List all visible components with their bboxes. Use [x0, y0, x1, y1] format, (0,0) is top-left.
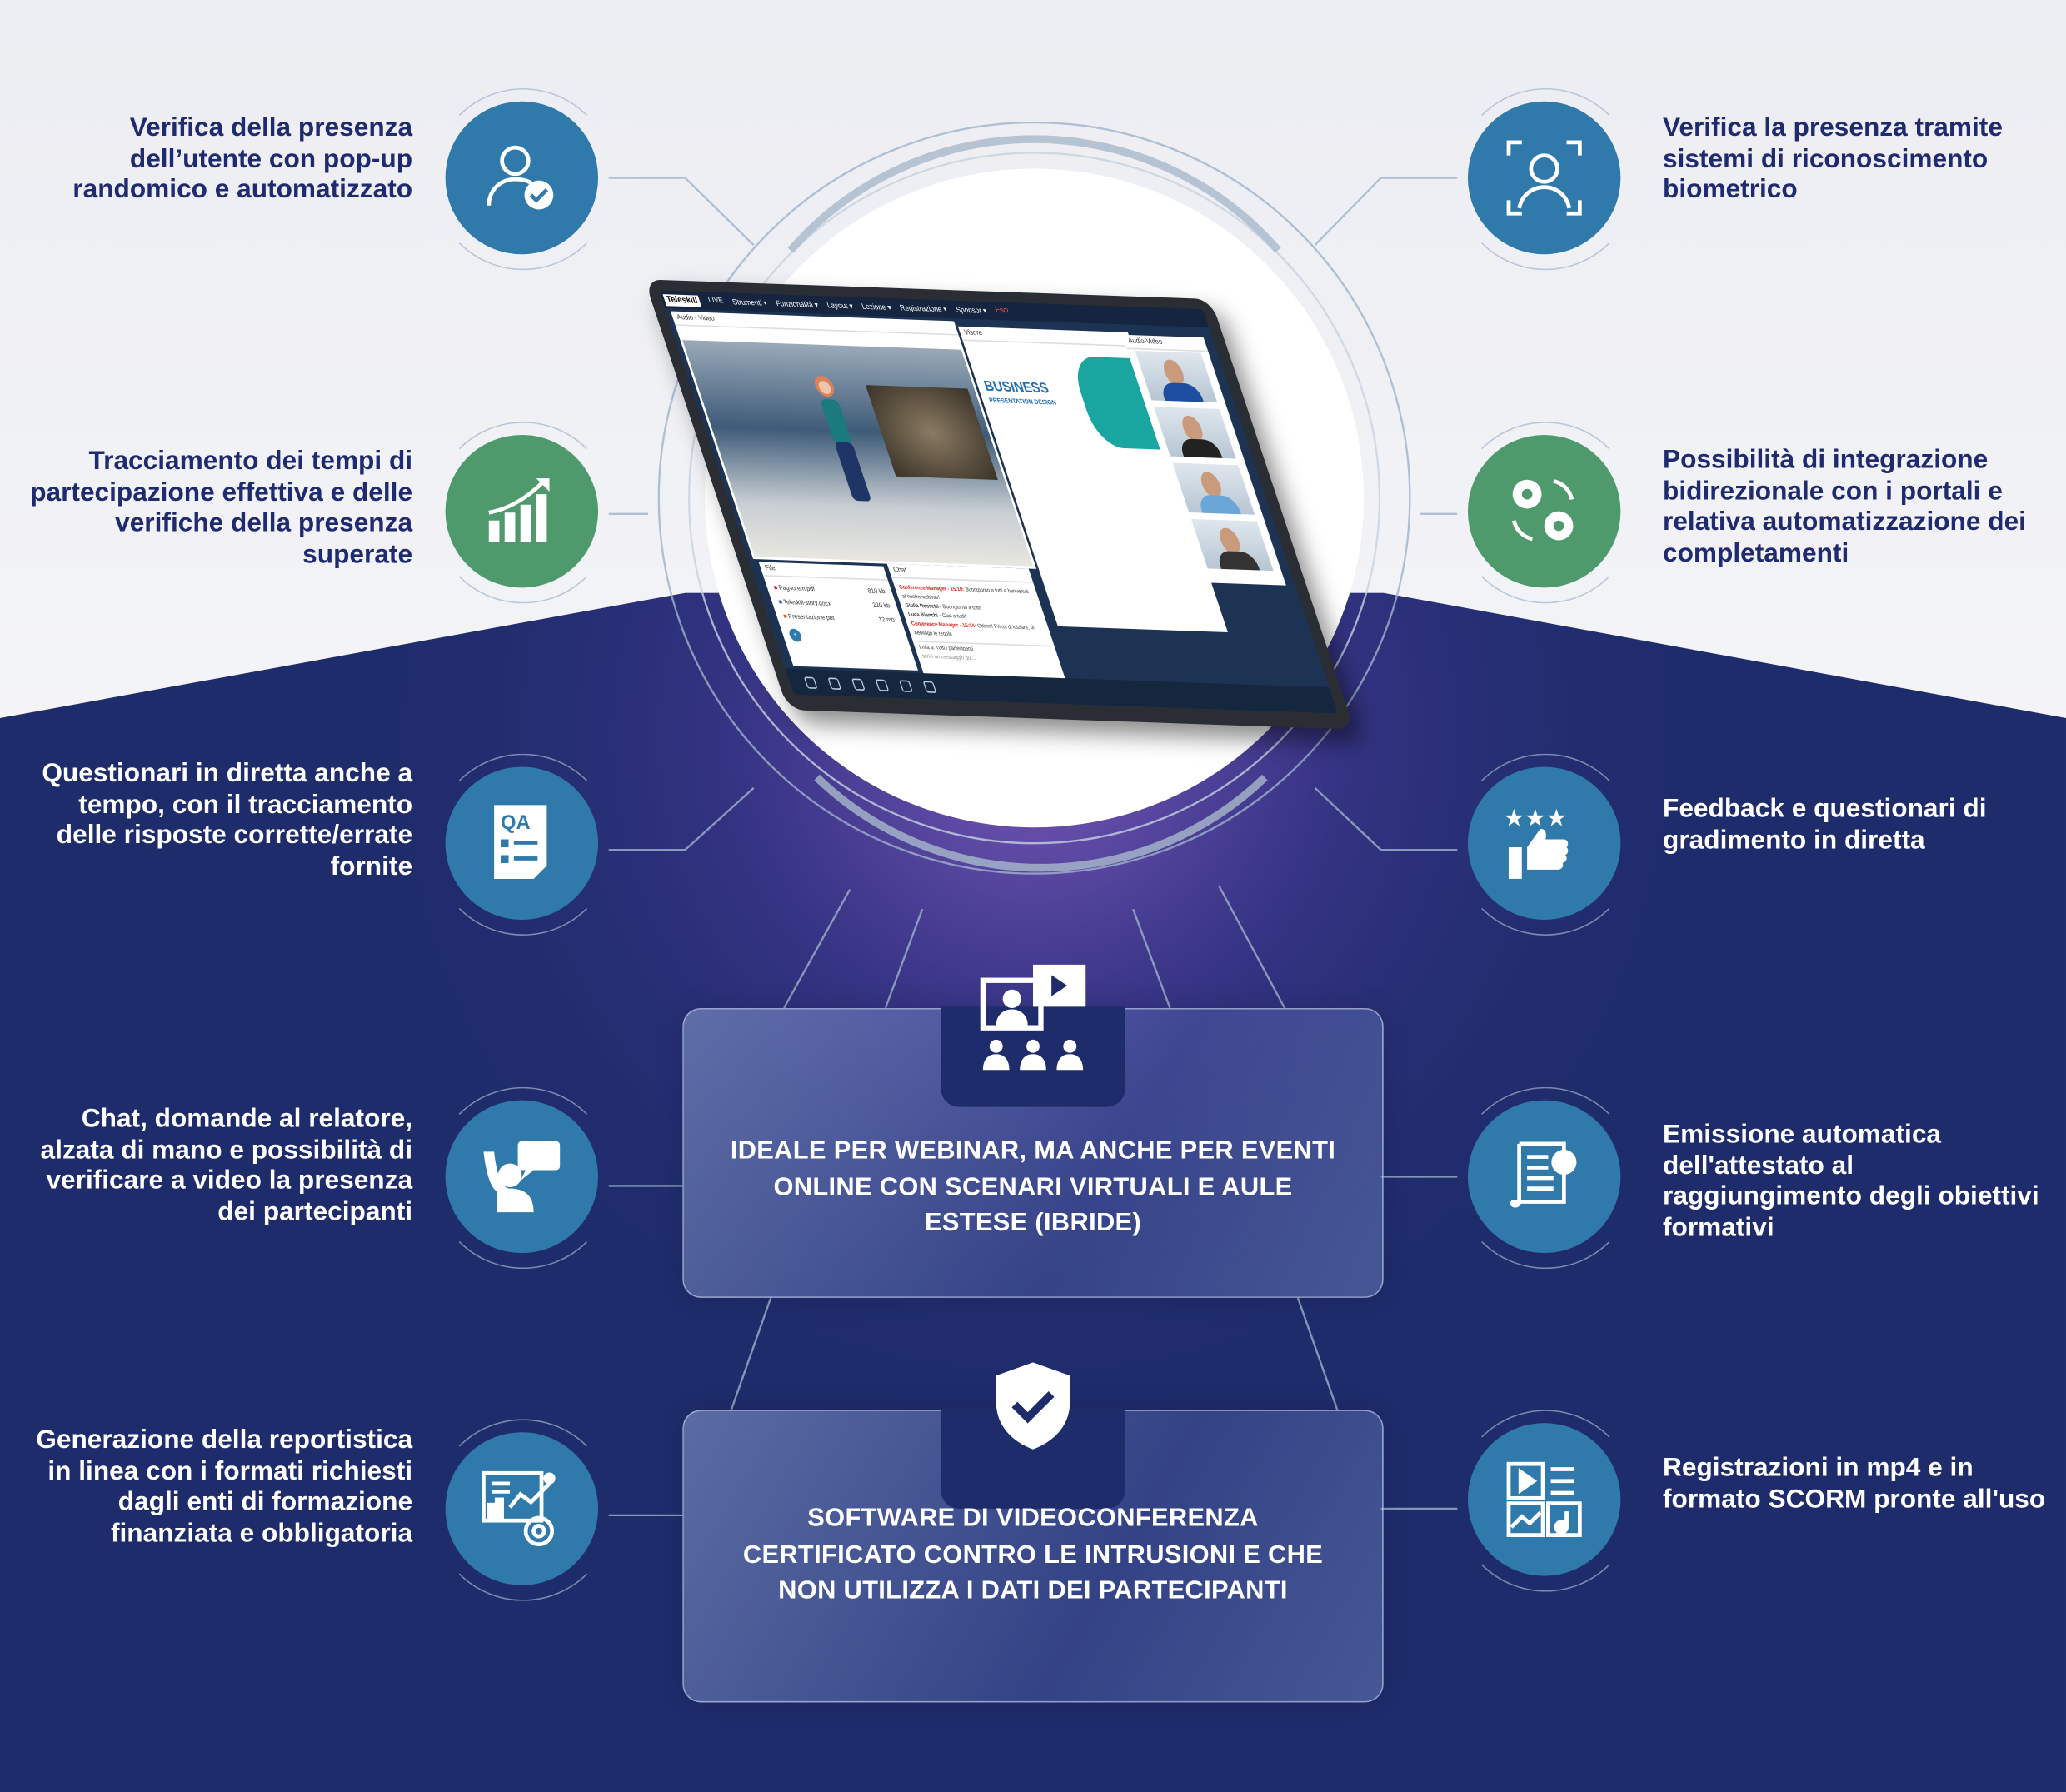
icon-ring: [432, 1086, 615, 1270]
toolbar-button[interactable]: [803, 676, 818, 689]
chat-message: Conference Manager - 15:14: Ottimo! Prim…: [910, 620, 1035, 637]
user-check-icon: [445, 101, 599, 255]
certificate-icon: [1467, 1100, 1621, 1254]
feature-feedback: Feedback e questionari di gradimento in …: [1663, 794, 1987, 855]
feature-recordings: Registrazioni in mp4 e in formato SCORM …: [1663, 1453, 2046, 1514]
feature-portal-integration: Possibilità di integrazione bidirezional…: [1663, 445, 2026, 567]
toolbar-button[interactable]: [898, 679, 913, 692]
icon-ring: [432, 422, 615, 604]
report-analytics-icon: [445, 1432, 599, 1585]
add-file-button[interactable]: +: [787, 628, 804, 642]
teleskill-logo: Teleskill: [662, 293, 702, 307]
webinar-info-box: IDEALE PER WEBINAR, MA ANCHE PER EVENTI …: [682, 1006, 1384, 1298]
menu-registrazione[interactable]: Registrazione ▾: [899, 304, 949, 314]
menu-strumenti[interactable]: Strumenti ▾: [731, 298, 769, 308]
viewer-panel-title: Visore: [957, 326, 1133, 347]
participant-video: [1153, 407, 1236, 459]
video-panel: Audio - Video: [670, 311, 1037, 569]
tablet-screen: Teleskill LIVE Strumenti ▾ Funzionalità …: [659, 290, 1338, 714]
icon-ring: [1455, 753, 1637, 936]
presenter-image: [814, 376, 871, 502]
feature-user-popup-check: Verifica della presenza dell’utente con …: [72, 113, 413, 205]
growth-chart-icon: [445, 434, 599, 588]
icon-ring: [1455, 87, 1637, 271]
participants-panel-title: Audio-Video: [1121, 334, 1209, 352]
feature-reporting: Generazione della reportistica in linea …: [36, 1425, 413, 1548]
menu-lezione[interactable]: Lezione ▾: [861, 302, 893, 312]
feature-time-tracking: Tracciamento dei tempi di partecipazione…: [30, 447, 413, 569]
icon-ring: [432, 1419, 615, 1601]
world-screen: [865, 385, 998, 481]
webinar-icon: [980, 964, 1086, 1071]
webinar-info-text: IDEALE PER WEBINAR, MA ANCHE PER EVENTI …: [730, 1136, 1336, 1238]
icon-ring: [1455, 422, 1637, 604]
virtual-studio-video: [682, 340, 1034, 567]
thumbs-up-stars-icon: ★★★: [1467, 766, 1621, 920]
slide-title: BUSINESS: [981, 378, 1051, 397]
feature-certificate: Emissione automatica dell'attestato al r…: [1663, 1120, 2039, 1242]
qa-document-icon: QA: [445, 766, 599, 920]
toolbar-button[interactable]: [827, 676, 841, 690]
security-info-box: SOFTWARE DI VIDEOCONFERENZA CERTIFICATO …: [682, 1408, 1384, 1703]
tablet-mockup: Teleskill LIVE Strumenti ▾ Funzionalità …: [644, 279, 1355, 730]
svg-text:QA: QA: [501, 812, 531, 834]
menu-funzionalita[interactable]: Funzionalità ▾: [775, 300, 820, 310]
icon-ring: [1455, 1410, 1637, 1592]
menu-sponsor[interactable]: Sponsor ▾: [955, 306, 989, 316]
face-scan-icon: [1467, 101, 1621, 255]
feature-live-quiz: Questionari in diretta anche a tempo, co…: [42, 759, 413, 881]
raise-hand-chat-icon: [445, 1100, 599, 1254]
slide-subtitle: PRESENTATION DESIGN: [988, 397, 1058, 407]
menu-esci[interactable]: Esci: [994, 307, 1011, 316]
shield-check-icon: [996, 1362, 1070, 1450]
feature-chat-questions: Chat, domande al relatore, alzata di man…: [40, 1104, 413, 1226]
menu-layout[interactable]: Layout ▾: [826, 302, 855, 311]
feature-biometric: Verifica la presenza tramite sistemi di …: [1663, 113, 2003, 205]
gears-sync-icon: [1467, 434, 1621, 588]
toolbar-button[interactable]: [851, 677, 866, 691]
participant-video: [1190, 518, 1274, 572]
icon-ring: [1455, 1086, 1637, 1270]
icon-ring: [432, 87, 615, 271]
security-info-text: SOFTWARE DI VIDEOCONFERENZA CERTIFICATO …: [742, 1503, 1324, 1605]
svg-text:★★★: ★★★: [1504, 805, 1568, 832]
toolbar-button[interactable]: [875, 678, 890, 691]
media-files-icon: [1467, 1423, 1621, 1576]
participant-video: [1172, 462, 1255, 515]
icon-ring: [432, 753, 615, 936]
toolbar-button[interactable]: [922, 680, 937, 693]
live-badge: LIVE: [707, 297, 726, 306]
participant-video: [1135, 350, 1218, 403]
file-row[interactable]: ■ Presentazione.ppt 12 mb: [782, 612, 896, 625]
